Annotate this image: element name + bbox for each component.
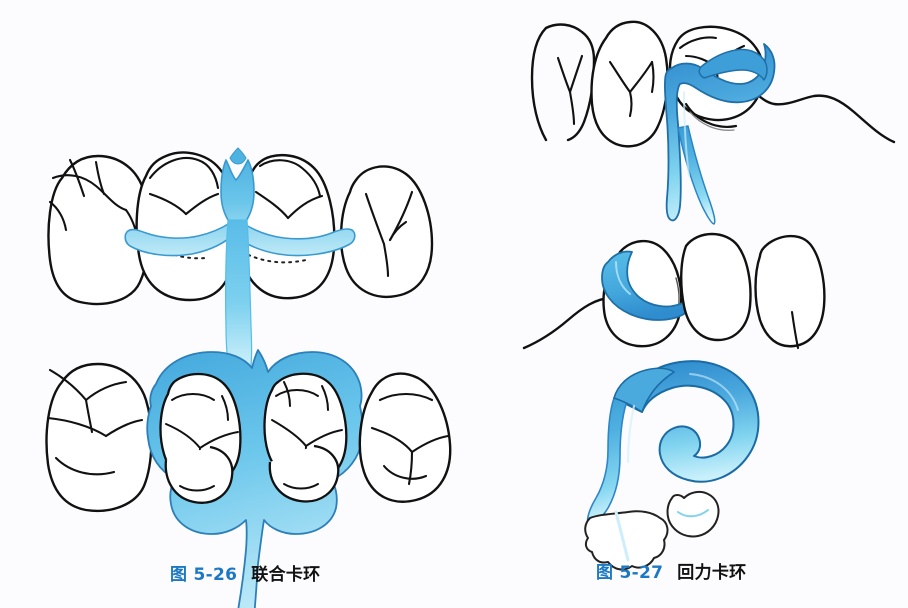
clasp-tip-fragment [666, 490, 720, 538]
caption-figure-5-26: 图 5-26 联合卡环 [170, 560, 320, 585]
figure-title: 回力卡环 [677, 563, 747, 583]
tooth-outline [47, 154, 151, 306]
tooth-outline [135, 151, 237, 302]
denture-base-fragment [584, 510, 669, 571]
figure-5-27-illustration [520, 0, 908, 571]
tooth-outline [263, 372, 348, 503]
tooth-outline [530, 23, 596, 142]
fig-5-26-lower-view [45, 349, 452, 608]
gingival-ridge-line [522, 296, 614, 350]
figure-number: 图 5-26 [170, 565, 238, 585]
clasp-back-action-top [664, 43, 776, 225]
fig-5-26-upper-view [47, 147, 434, 375]
tooth-outline [45, 362, 153, 513]
fig-5-27-svg [522, 20, 896, 571]
caption-figure-5-27: 图 5-27 回力卡环 [596, 558, 746, 583]
fig-5-27-top-view [530, 20, 896, 225]
clasp-isolated [586, 360, 760, 527]
fig-5-27-middle-view [522, 232, 826, 350]
figure-5-26-illustration [40, 120, 480, 608]
gingival-ridge-line [746, 82, 896, 144]
figure-title: 联合卡环 [251, 565, 321, 585]
tooth-outline [754, 234, 826, 350]
fig-5-27-bottom-view [584, 360, 760, 571]
tooth-outline [339, 165, 434, 299]
tooth-outline [358, 372, 452, 503]
fig-5-26-svg [45, 147, 452, 608]
tooth-outline [159, 372, 242, 504]
tooth-outline [590, 20, 669, 148]
tooth-outline [680, 232, 752, 342]
figure-number: 图 5-27 [596, 563, 664, 583]
